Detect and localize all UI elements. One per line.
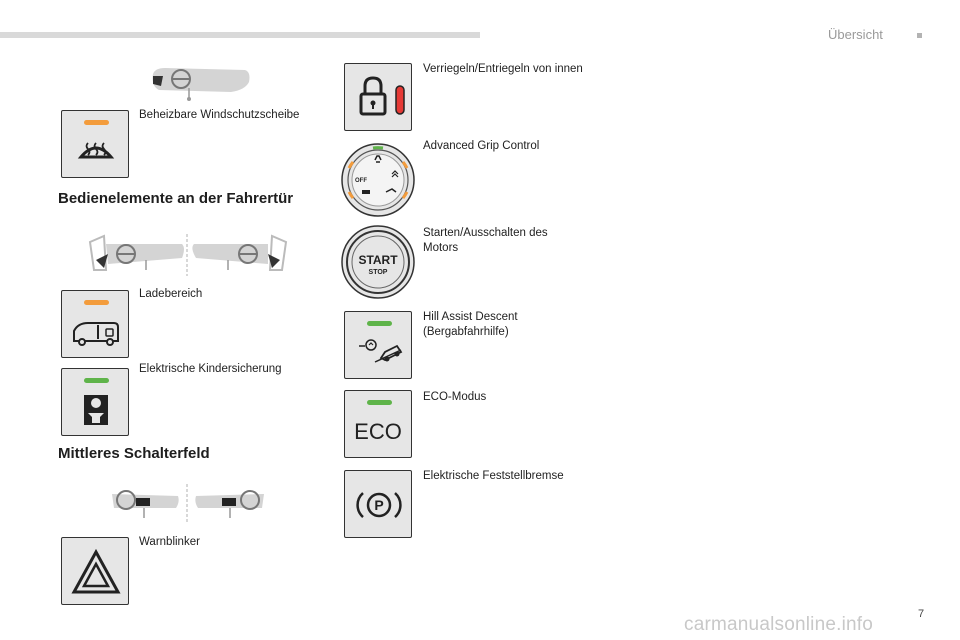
indicator-led xyxy=(84,120,109,125)
door-locator-icon xyxy=(88,234,288,276)
parking-brake-label: Elektrische Feststellbremse xyxy=(423,470,564,482)
hill-assist-button[interactable] xyxy=(344,311,412,379)
header-bar xyxy=(0,32,480,38)
windshield-defrost-icon xyxy=(77,142,115,159)
hazard-label: Warnblinker xyxy=(139,536,200,548)
section-center-title: Mittleres Schalterfeld xyxy=(58,445,210,462)
page-number: 7 xyxy=(918,608,925,620)
page-header-title: Übersicht xyxy=(828,27,883,42)
center-panel-locator-icon xyxy=(112,484,264,522)
stop-text: STOP xyxy=(369,269,388,276)
hazard-button[interactable] xyxy=(61,537,129,605)
indicator-led xyxy=(84,300,109,305)
child-lock-label: Elektrische Kindersicherung xyxy=(139,363,282,375)
indicator-led xyxy=(84,378,109,383)
start-stop-label: Starten/Ausschalten des Motors xyxy=(423,227,548,254)
parking-brake-button[interactable]: P xyxy=(344,470,412,538)
hazard-triangle-icon xyxy=(71,548,121,594)
eco-text: ECO xyxy=(354,419,402,444)
svg-text:P: P xyxy=(374,497,383,513)
central-lock-button[interactable] xyxy=(344,63,412,131)
start-text: START xyxy=(358,253,398,267)
grip-control-knob[interactable]: OFF xyxy=(340,142,416,218)
dashboard-locator-icon xyxy=(152,68,250,101)
child-lock-icon xyxy=(84,395,108,425)
eco-mode-button[interactable]: ECO xyxy=(344,390,412,458)
windshield-label: Beheizbare Windschutzscheibe xyxy=(139,109,300,121)
van-lock-icon xyxy=(73,322,119,346)
watermark: carmanualsonline.info xyxy=(684,614,874,635)
indicator-led xyxy=(367,321,392,326)
lock-label: Verriegeln/Entriegeln von innen xyxy=(423,63,583,75)
child-lock-button[interactable] xyxy=(61,368,129,436)
indicator-led xyxy=(367,400,392,405)
parking-brake-icon: P xyxy=(356,492,402,518)
grip-label: Advanced Grip Control xyxy=(423,140,540,152)
start-stop-button[interactable]: START STOP xyxy=(340,224,416,300)
section-door-title: Bedienelemente an der Fahrertür xyxy=(58,190,294,207)
loading-area-button[interactable] xyxy=(61,290,129,358)
eco-label: ECO-Modus xyxy=(423,391,487,403)
padlock-icon xyxy=(359,76,405,116)
grip-off-text: OFF xyxy=(355,178,367,184)
hill-assist-label: Hill Assist Descent (Bergabfahrhilfe) xyxy=(423,311,518,338)
windshield-defrost-button[interactable] xyxy=(61,110,129,178)
hill-descent-icon xyxy=(359,339,403,363)
header-marker xyxy=(917,33,922,38)
loading-label: Ladebereich xyxy=(139,288,203,300)
